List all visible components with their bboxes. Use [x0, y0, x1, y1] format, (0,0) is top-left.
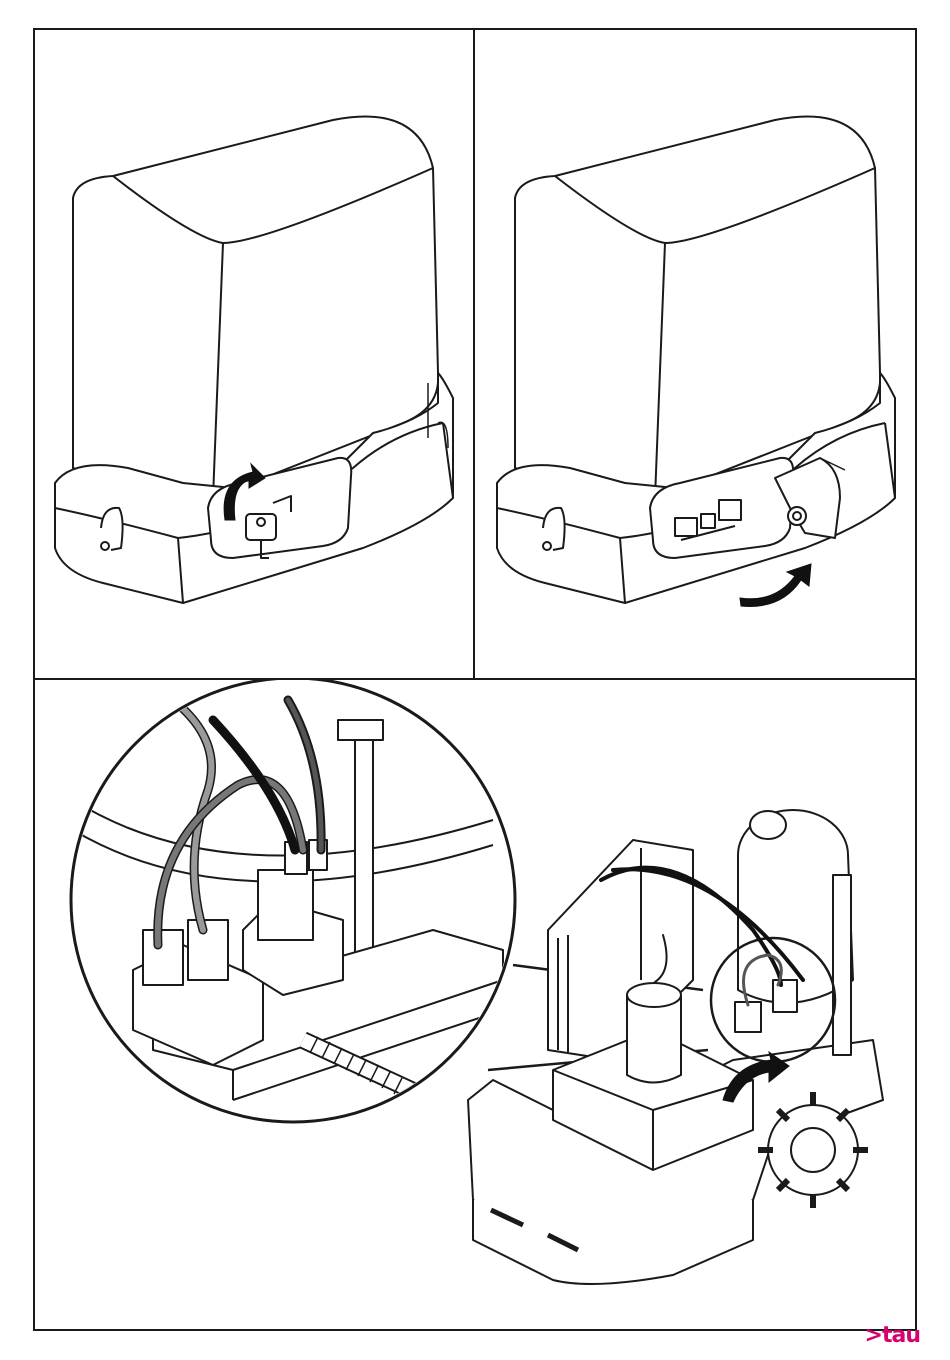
figure-open-flap: [475, 28, 917, 680]
capacitor: [627, 995, 681, 1083]
left-connector: [143, 930, 183, 985]
zoom-circle: [71, 680, 515, 1122]
figure-unlock-key: [33, 28, 475, 680]
figure-connector-detail: [33, 680, 917, 1331]
housing-drawing-1: [33, 28, 475, 680]
right-connector: [258, 870, 313, 940]
tau-logo: >tau: [865, 1323, 920, 1348]
internals-drawing: [33, 680, 917, 1331]
motor-internals: [468, 810, 883, 1284]
curved-arrow-icon: [740, 564, 811, 606]
housing-drawing-2: [475, 28, 917, 680]
